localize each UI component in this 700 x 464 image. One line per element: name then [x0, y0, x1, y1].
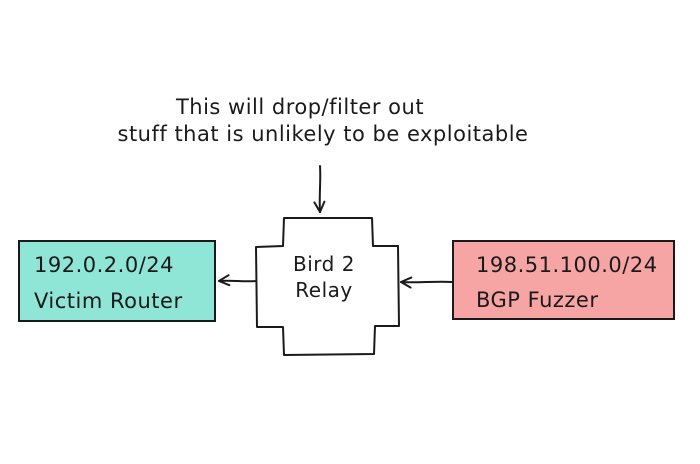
- bgp-fuzzer-node: 198.51.100.0/24 BGP Fuzzer: [452, 240, 675, 320]
- bgp-fuzzer-box: [452, 240, 675, 320]
- victim-router-box: [18, 240, 216, 322]
- relay-label-line-2: Relay: [295, 278, 352, 302]
- victim-router-node: 192.0.2.0/24 Victim Router: [18, 240, 216, 322]
- fuzzer-to-relay-arrow: [400, 276, 453, 289]
- annotation-line-2: stuff that is unlikely to be exploitable: [118, 122, 529, 146]
- victim-label: Victim Router: [34, 289, 183, 313]
- annotation-arrow: [313, 165, 326, 213]
- relay-label-line-1: Bird 2: [293, 252, 355, 276]
- annotation-line-1: This will drop/filter out: [175, 95, 424, 119]
- relay-cross-shape: [255, 217, 400, 356]
- bird-relay-node: Bird 2 Relay: [255, 217, 400, 356]
- fuzzer-label: BGP Fuzzer: [476, 288, 599, 312]
- relay-to-victim-arrow: [218, 274, 257, 287]
- fuzzer-subnet: 198.51.100.0/24: [476, 253, 658, 277]
- victim-subnet: 192.0.2.0/24: [34, 253, 174, 277]
